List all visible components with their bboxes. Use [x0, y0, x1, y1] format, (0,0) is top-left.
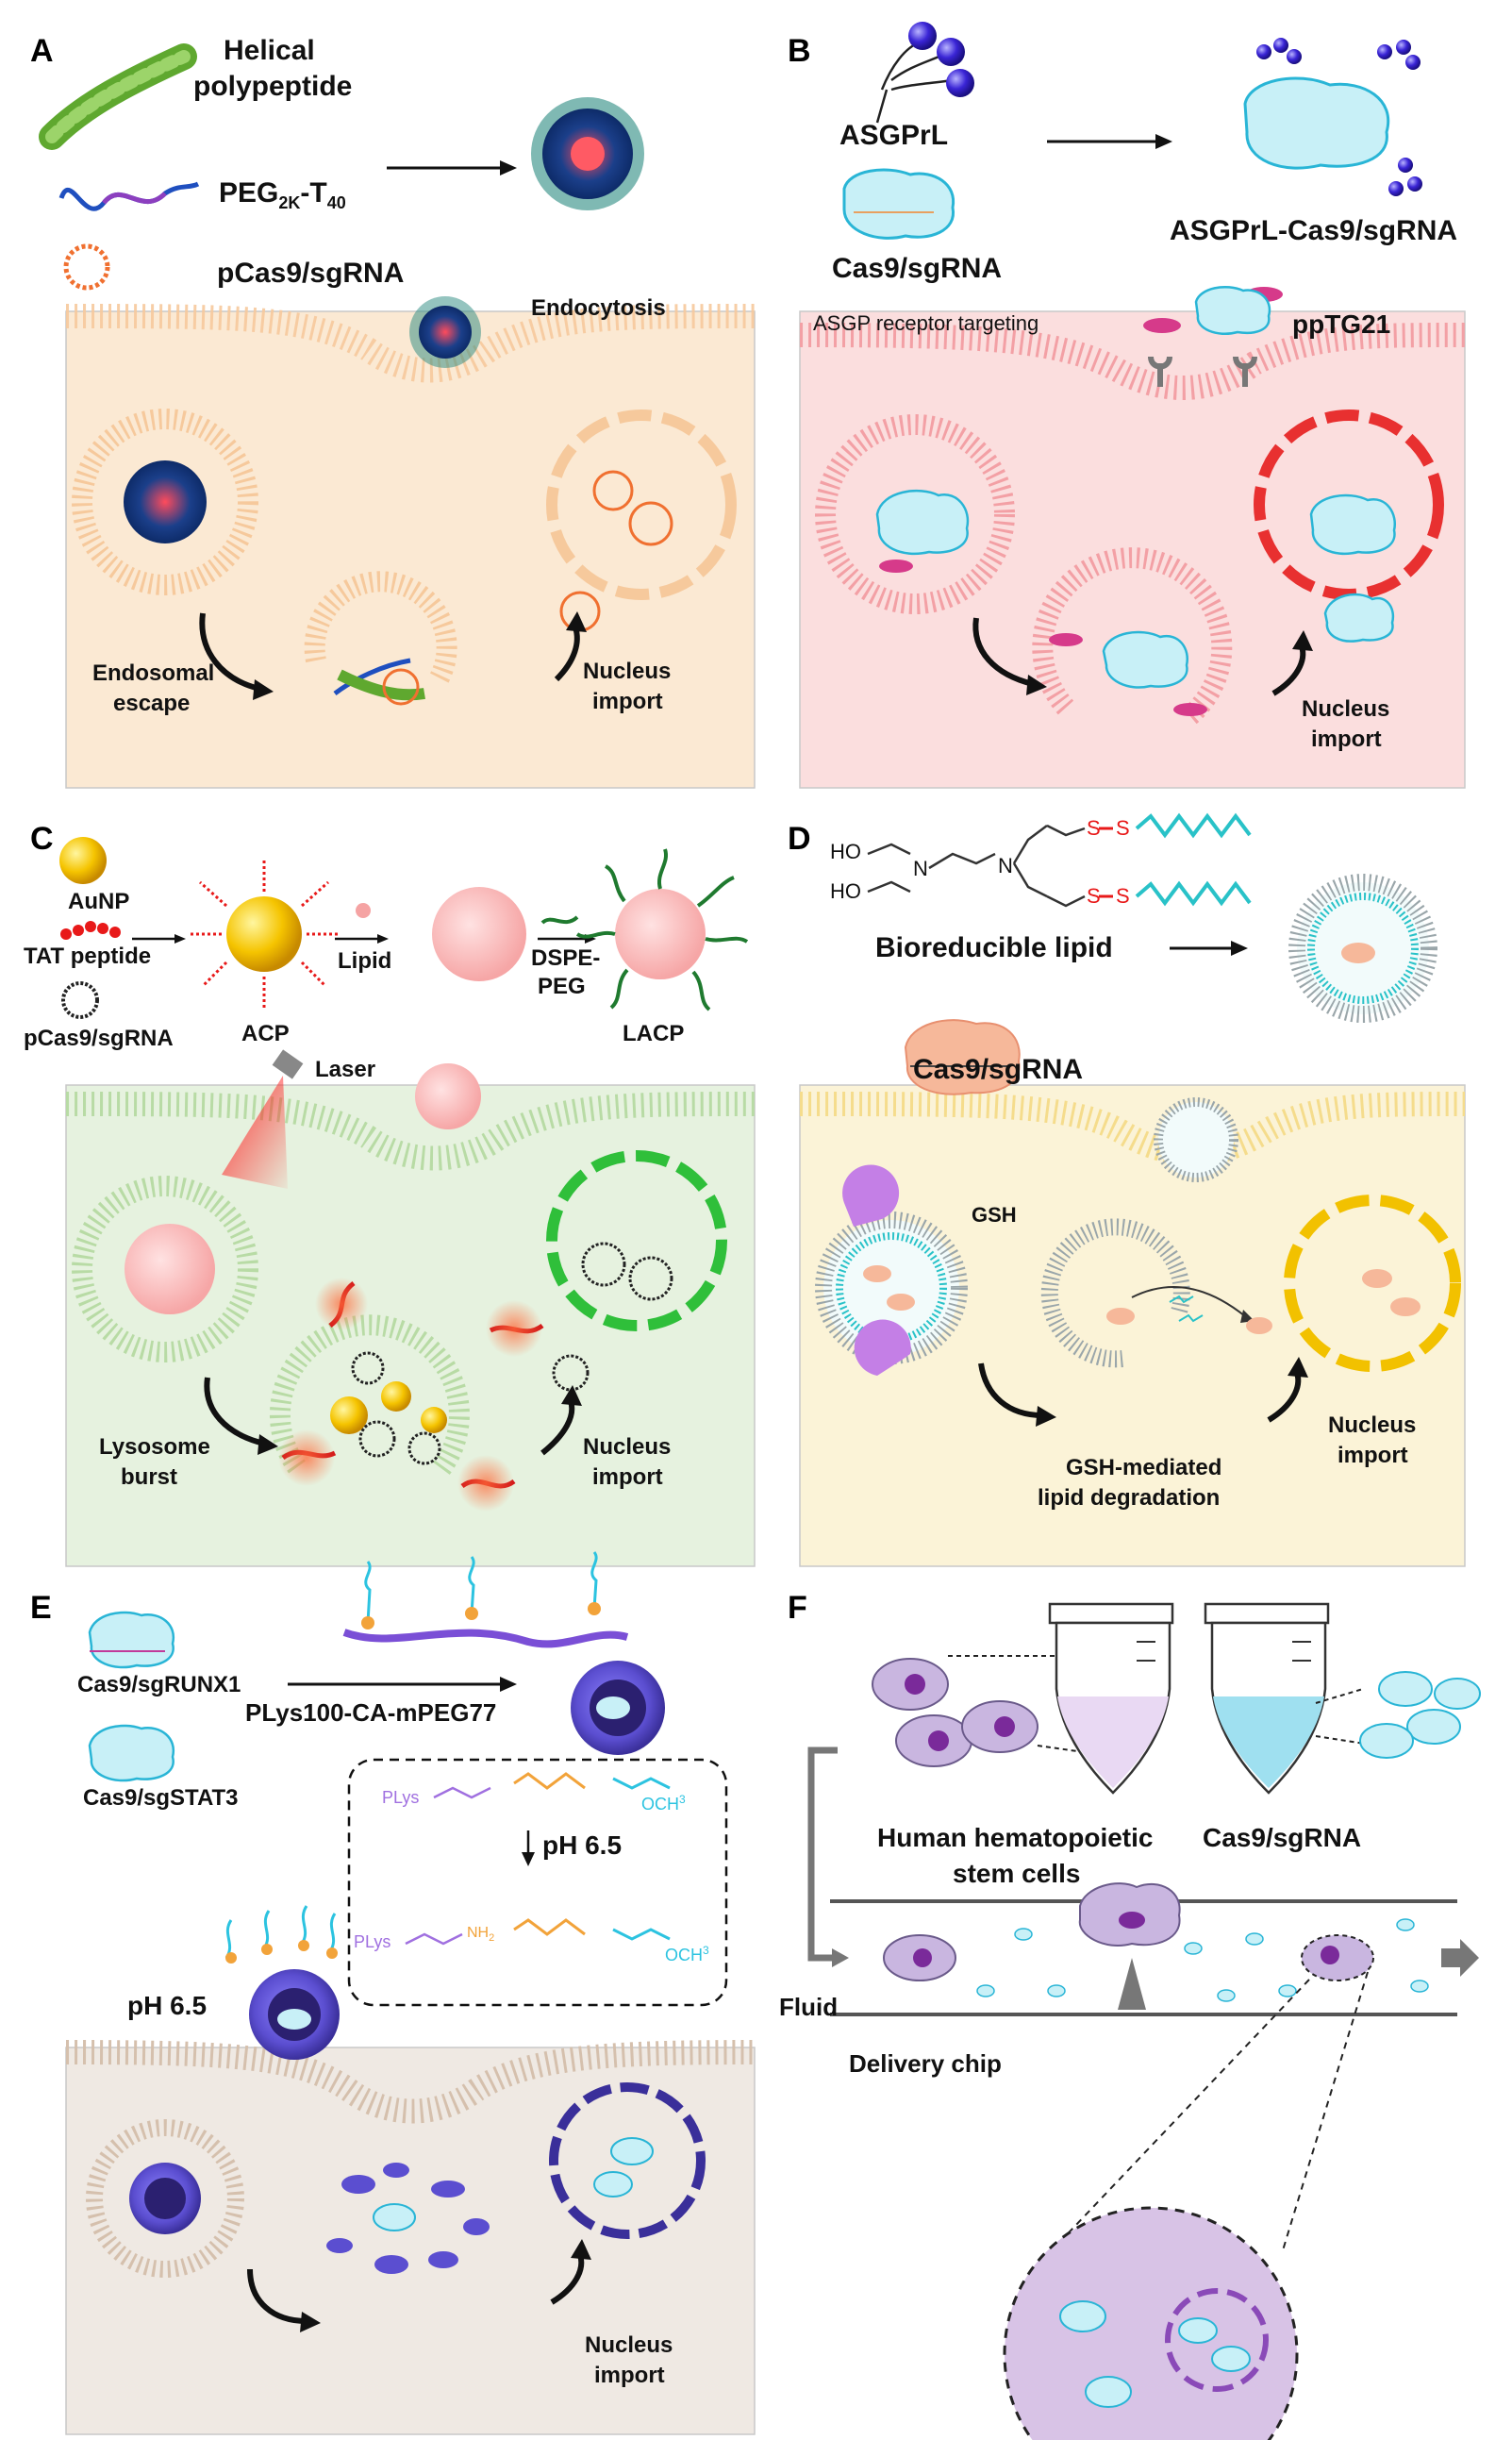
label-nucleus-b: Nucleus [1302, 696, 1390, 722]
label-ph-cell: pH 6.5 [127, 1991, 208, 2020]
asgprl-ligand-icon [875, 22, 974, 124]
chem-s-1: S [1087, 816, 1101, 840]
label-nucleus-c: Nucleus [583, 1434, 672, 1460]
helical-polypeptide-icon [39, 43, 197, 150]
label-dspe: DSPE- [531, 945, 601, 971]
label-lacp: LACP [623, 1021, 685, 1046]
label-asgprl: ASGPrL [839, 120, 949, 151]
label-helical-2: polypeptide [193, 71, 353, 102]
label-lipid-c: Lipid [338, 948, 392, 974]
label-plasmid-a: pCas9/sgRNA [217, 258, 405, 289]
label-nucleus-a: Nucleus [583, 659, 672, 684]
label-cells-2: stem cells [953, 1859, 1081, 1888]
label-complex: ASGPrL-Cas9/sgRNA [1170, 215, 1458, 246]
panel-d-letter: D [788, 821, 811, 857]
label-import-b: import [1311, 727, 1382, 752]
panel-a-letter: A [30, 33, 54, 69]
label-lipid-degradation: lipid degradation [1038, 1485, 1221, 1511]
label-laser: Laser [315, 1057, 376, 1082]
panel-d [799, 812, 1466, 1567]
label-runx: Cas9/sgRUNX1 [77, 1672, 241, 1697]
label-cas9-f: Cas9/sgRNA [1203, 1823, 1362, 1852]
label-delivery-chip: Delivery chip [849, 2049, 1002, 2078]
label-endosomal: Endosomal [92, 660, 215, 686]
plasmid-icon [63, 243, 110, 291]
chem-plys-1: PLys [382, 1788, 420, 1807]
label-import-a: import [592, 689, 663, 714]
panel-b [799, 22, 1466, 789]
nanoparticle-icon [531, 97, 644, 210]
label-acp: ACP [241, 1021, 290, 1046]
label-gsh: GSH [972, 1203, 1017, 1227]
label-escape: escape [113, 691, 191, 716]
chem-ho-2: HO [830, 879, 861, 903]
label-import-d: import [1338, 1443, 1408, 1468]
label-plasmid-c: pCas9/sgRNA [24, 1026, 174, 1051]
panel-a [39, 43, 756, 789]
label-receptor: ASGP receptor targeting [813, 311, 1039, 335]
label-ph-box: pH 6.5 [542, 1830, 623, 1860]
panel-e-letter: E [30, 1590, 52, 1626]
label-import-e: import [594, 2363, 665, 2388]
chem-s-4: S [1116, 884, 1130, 908]
label-peg-c: PEG [538, 974, 586, 999]
chem-plys-2: PLys [354, 1932, 391, 1951]
panel-b-letter: B [788, 33, 811, 69]
cas9-protein-icon [842, 168, 955, 240]
chem-och3-2: OCH3 [665, 1944, 709, 1964]
label-cas9-d: Cas9/sgRNA [913, 1054, 1084, 1085]
label-nucleus-e: Nucleus [585, 2332, 673, 2358]
gold-nanoparticle-icon [59, 837, 107, 884]
chem-och3-1: OCH3 [641, 1793, 686, 1813]
label-fluid: Fluid [779, 1993, 839, 2021]
label-aunp: AuNP [68, 889, 130, 914]
chem-n-1: N [913, 857, 928, 880]
chem-s-3: S [1087, 884, 1101, 908]
chem-s-2: S [1116, 816, 1130, 840]
panel-c [59, 837, 756, 1567]
label-gsh-mediated: GSH-mediated [1066, 1455, 1222, 1480]
panel-c-letter: C [30, 821, 54, 857]
label-lysosome: Lysosome [99, 1434, 210, 1460]
tat-peptide-icon [60, 921, 121, 940]
chem-ho-1: HO [830, 840, 861, 863]
label-peg: PEG2K-T40 [219, 177, 346, 212]
label-pptg21: ppTG21 [1292, 309, 1391, 339]
label-cas9-b: Cas9/sgRNA [832, 253, 1003, 284]
label-cells-1: Human hematopoietic [877, 1823, 1154, 1852]
label-stat: Cas9/sgSTAT3 [83, 1785, 239, 1811]
panel-e [65, 1551, 756, 2435]
label-endocytosis: Endocytosis [531, 295, 666, 321]
label-helical-1: Helical [224, 35, 315, 66]
label-tat: TAT peptide [24, 944, 152, 969]
bioreducible-lipid-structure [867, 824, 1086, 908]
label-import-c: import [592, 1464, 663, 1490]
label-burst: burst [121, 1464, 177, 1490]
panel-f [807, 1602, 1481, 2440]
panel-f-letter: F [788, 1590, 807, 1626]
label-polymer: PLys100-CA-mPEG77 [245, 1698, 497, 1727]
chem-n-2: N [998, 854, 1013, 877]
chem-nh2: NH2 [467, 1925, 495, 1945]
label-nucleus-d: Nucleus [1328, 1412, 1417, 1438]
label-bioreducible-lipid: Bioreducible lipid [875, 932, 1113, 963]
